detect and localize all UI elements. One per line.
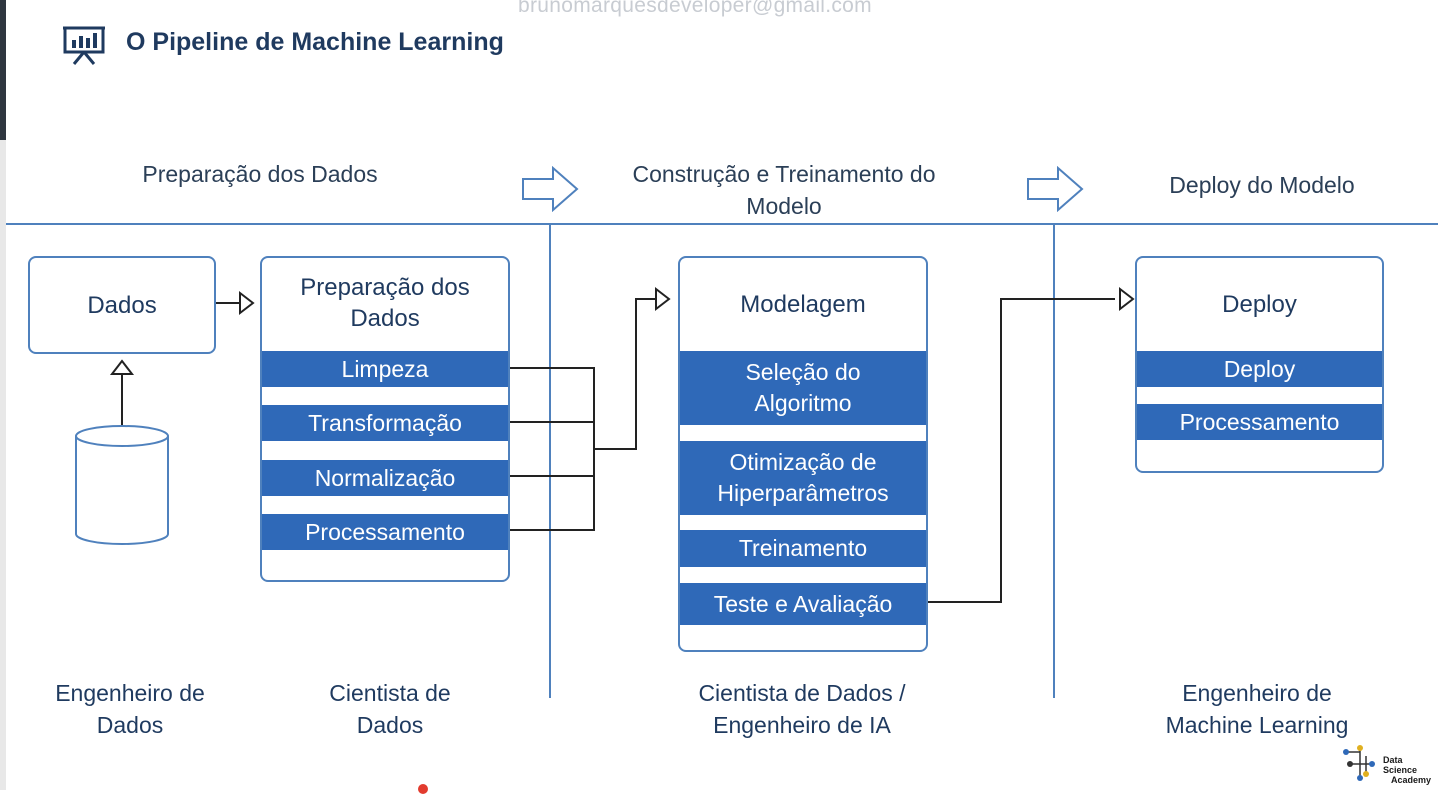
presentation-chart-icon: [63, 26, 105, 65]
prep-step-transformacao: Transformação: [262, 405, 508, 441]
phase-divider: [1053, 224, 1055, 698]
window-edge-lower: [0, 140, 6, 790]
model-step-otimizacao: Otimização de Hiperparâmetros: [680, 441, 926, 515]
prep-box-title: Preparação dos Dados: [300, 274, 470, 332]
model-step-treinamento: Treinamento: [680, 530, 926, 567]
role-eng-ml: Engenheiro de Machine Learning: [1165, 680, 1349, 738]
deploy-step-processamento: Processamento: [1137, 404, 1382, 440]
role-eng-dados: Engenheiro de Dados: [55, 680, 205, 738]
phase-divider: [549, 224, 551, 698]
model-step-teste: Teste e Avaliação: [680, 583, 926, 625]
dados-box: Dados: [28, 256, 216, 354]
prep-step-processamento: Processamento: [262, 514, 508, 550]
watermark: brunomarquesdeveloper@gmail.com: [518, 0, 872, 17]
dsa-logo-icon: [1343, 745, 1375, 781]
dados-box-label: Dados: [87, 291, 157, 319]
header-divider: [6, 223, 1438, 225]
model-box-title: Modelagem: [740, 291, 866, 318]
phase-deploy-label: Deploy do Modelo: [1169, 172, 1355, 198]
page-title: O Pipeline de Machine Learning: [126, 28, 504, 56]
pointer-dot: [418, 784, 428, 794]
dsa-logo-text: Data Science Academy: [1383, 755, 1432, 785]
database-icon: [75, 425, 169, 545]
model-step-selecao: Seleção do Algoritmo: [680, 351, 926, 425]
phase-arrow-icon: [522, 166, 579, 212]
phase-arrow-icon: [1027, 166, 1084, 212]
role-cientista-dados: Cientista de Dados: [329, 680, 451, 738]
role-cientista-ia: Cientista de Dados / Engenheiro de IA: [698, 680, 906, 738]
prep-step-normalizacao: Normalização: [262, 460, 508, 496]
phase-prep-label: Preparação dos Dados: [142, 161, 378, 187]
window-edge: [0, 0, 6, 140]
prep-step-limpeza: Limpeza: [262, 351, 508, 387]
phase-build-label: Construção e Treinamento do Modelo: [632, 161, 936, 219]
deploy-box-title: Deploy: [1222, 291, 1297, 318]
deploy-step-deploy: Deploy: [1137, 351, 1382, 387]
